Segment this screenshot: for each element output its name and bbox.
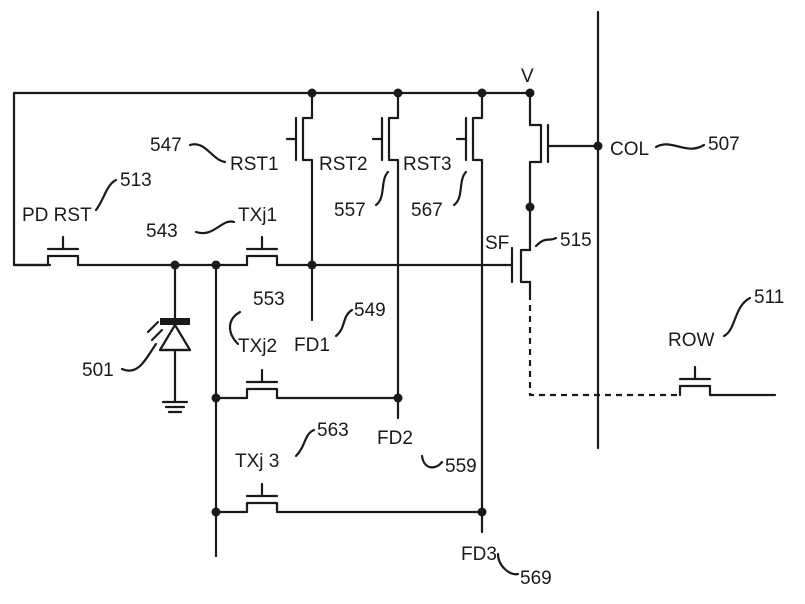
txj2-label: TXj2 — [238, 336, 277, 357]
leader-543 — [194, 220, 236, 235]
junction-dot — [525, 202, 535, 212]
leader-515 — [534, 236, 558, 248]
rst1-ref-label: 547 — [150, 135, 182, 156]
fd1-ref-label: 549 — [354, 300, 386, 321]
txj2-transistor — [214, 368, 400, 400]
txj1-ref-label: 543 — [146, 221, 178, 242]
leader-511 — [722, 296, 752, 338]
txj2-ref-label: 553 — [253, 289, 285, 310]
sf-label: SF — [485, 233, 509, 254]
pd-reset-transistor — [12, 235, 80, 267]
fd2-label: FD2 — [377, 428, 413, 449]
rst3-label: RST3 — [403, 154, 452, 175]
leader-553 — [228, 310, 242, 346]
leader-549 — [334, 308, 354, 338]
photodiode-ref-label: 501 — [82, 360, 114, 381]
rst2-ref-label: 557 — [334, 200, 366, 221]
source-follower-transistor — [510, 246, 532, 296]
fd3-label: FD3 — [461, 544, 497, 565]
leader-567 — [452, 170, 468, 207]
row-ref-label: 511 — [754, 287, 784, 308]
col-ref-label: 507 — [708, 134, 740, 155]
fd1-label: FD1 — [294, 335, 330, 356]
pd-rst-label: PD RST — [22, 205, 92, 226]
junction-dot — [593, 141, 603, 151]
row-select-transistor — [678, 365, 777, 397]
leader-569 — [496, 552, 520, 576]
rst3-ref-label: 567 — [411, 200, 443, 221]
rst2-transistor — [371, 91, 400, 420]
fd2-ref-label: 559 — [445, 456, 477, 477]
row-dashed-line — [528, 294, 680, 397]
leader-563 — [294, 428, 316, 458]
col-label: COL — [610, 139, 649, 160]
fd3-ref-label: 569 — [520, 568, 552, 589]
txj3-transistor — [214, 482, 484, 514]
sf-ref-label: 515 — [560, 230, 592, 251]
leader-557 — [374, 170, 390, 207]
rst1-transistor — [285, 91, 314, 267]
supply-rail — [12, 91, 532, 267]
leader-507 — [654, 143, 706, 150]
photodiode — [146, 263, 192, 414]
rst3-transistor — [455, 91, 484, 534]
rst1-label: RST1 — [230, 154, 279, 175]
pd-rst-ref-label: 513 — [120, 170, 152, 191]
rst2-label: RST2 — [319, 154, 368, 175]
v-label: V — [521, 66, 534, 87]
txj3-ref-label: 563 — [317, 420, 349, 441]
txj1-transistor — [245, 235, 279, 267]
leader-513 — [94, 178, 118, 212]
leader-559 — [420, 454, 444, 469]
leader-501 — [120, 342, 158, 372]
leader-547 — [188, 143, 227, 164]
row-label: ROW — [668, 330, 715, 351]
txj1-label: TXj1 — [238, 205, 277, 226]
txj3-label: TXj 3 — [235, 451, 279, 472]
column-select-transistor — [528, 91, 600, 252]
